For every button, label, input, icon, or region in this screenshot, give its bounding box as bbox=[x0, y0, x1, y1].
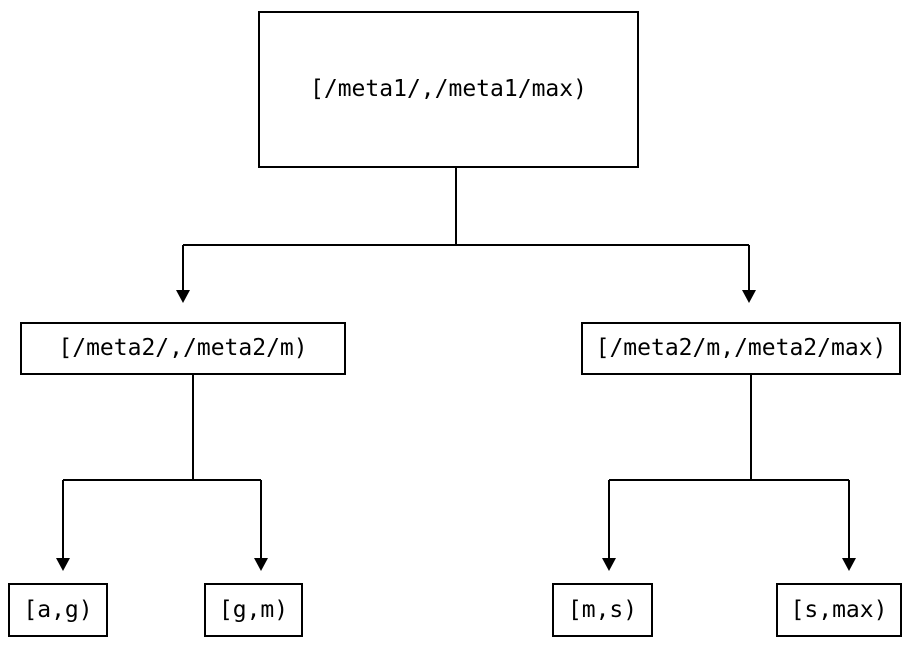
node-mid-right-label: [/meta2/m,/meta2/max) bbox=[595, 335, 887, 361]
node-leaf-s-max-label: [s,max) bbox=[790, 596, 888, 623]
node-mid-left[interactable]: [/meta2/,/meta2/m) bbox=[20, 322, 346, 375]
node-mid-right[interactable]: [/meta2/m,/meta2/max) bbox=[581, 322, 901, 375]
arrowhead-icon-to-leaf-ms bbox=[602, 558, 616, 571]
arrowhead-icon-to-leaf-ag bbox=[56, 558, 70, 571]
node-root[interactable]: [/meta1/,/meta1/max) bbox=[258, 11, 639, 168]
node-leaf-s-max[interactable]: [s,max) bbox=[776, 583, 902, 637]
node-leaf-m-s-label: [m,s) bbox=[567, 596, 638, 623]
arrowhead-icon-to-mid-left bbox=[176, 290, 190, 303]
node-leaf-a-g-label: [a,g) bbox=[23, 596, 93, 623]
arrowhead-icon-to-leaf-gm bbox=[254, 558, 268, 571]
node-mid-left-label: [/meta2/,/meta2/m) bbox=[58, 335, 308, 361]
node-leaf-a-g[interactable]: [a,g) bbox=[8, 583, 108, 637]
node-leaf-g-m-label: [g,m) bbox=[218, 596, 289, 623]
arrowhead-icon-to-mid-right bbox=[742, 290, 756, 303]
node-leaf-g-m[interactable]: [g,m) bbox=[204, 583, 303, 637]
arrowhead-icon-to-leaf-smax bbox=[842, 558, 856, 571]
node-root-label: [/meta1/,/meta1/max) bbox=[310, 76, 587, 102]
node-leaf-m-s[interactable]: [m,s) bbox=[552, 583, 653, 637]
